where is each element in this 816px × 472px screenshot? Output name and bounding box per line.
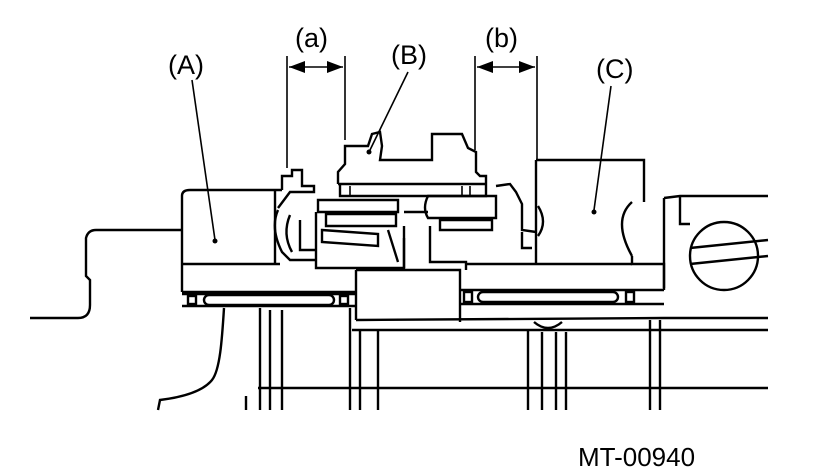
dimension-a bbox=[286, 56, 346, 168]
needle-bearing-right bbox=[460, 288, 664, 306]
label-A: (A) bbox=[168, 50, 204, 80]
label-C: (C) bbox=[596, 54, 633, 84]
right-housing bbox=[662, 194, 769, 320]
gear-C bbox=[466, 158, 666, 288]
left-housing bbox=[30, 188, 282, 411]
figure-code: MT-00940 bbox=[578, 442, 695, 472]
sleeve-B bbox=[336, 130, 488, 198]
needle-bearing-left bbox=[182, 292, 356, 308]
dimension-b bbox=[474, 56, 538, 160]
synchro-ring-right bbox=[423, 182, 537, 270]
gear-A bbox=[182, 168, 356, 294]
main-shaft bbox=[244, 308, 768, 410]
label-a: (a) bbox=[295, 23, 328, 53]
label-b: (b) bbox=[485, 23, 518, 53]
leader-lines bbox=[191, 71, 612, 244]
synchro-ring-left bbox=[298, 198, 406, 270]
label-B: (B) bbox=[391, 40, 427, 70]
